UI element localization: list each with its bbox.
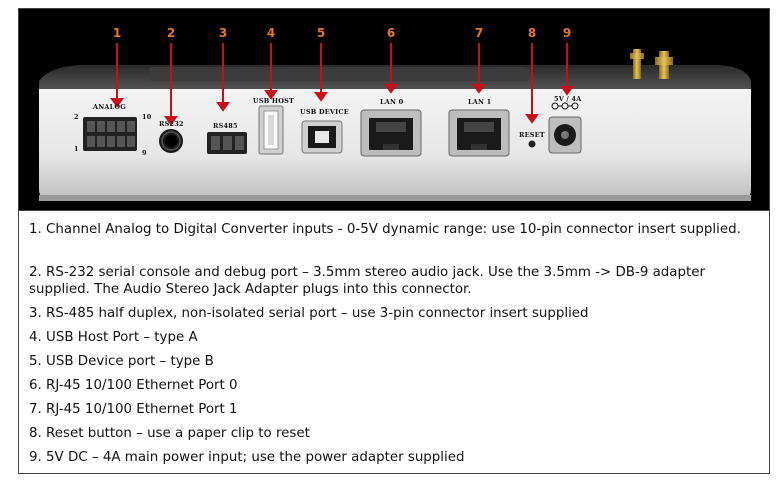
callout-number-5: 5: [316, 26, 326, 40]
label-pin-2: 2: [74, 113, 79, 121]
list-item: 7. RJ-45 10/100 Ethernet Port 1: [29, 402, 238, 417]
list-item: 2. RS-232 serial console and debug port …: [29, 265, 706, 297]
label-usb-host: USB HOST: [253, 97, 295, 105]
label-lan1: LAN 1: [468, 98, 492, 106]
label-pin-1: 1: [74, 145, 79, 153]
callout-number-7: 7: [474, 26, 484, 40]
label-usb-device: USB DEVICE: [300, 108, 349, 116]
label-pin-10: 10: [142, 113, 152, 121]
list-item: 8. Reset button – use a paper clip to re…: [29, 426, 310, 441]
callout-number-8: 8: [527, 26, 537, 40]
label-pin-9: 9: [142, 149, 147, 157]
callout-number-1: 1: [112, 26, 122, 40]
list-item: 9. 5V DC – 4A main power input; use the …: [29, 450, 465, 465]
list-item: 5. USB Device port – type B: [29, 354, 214, 369]
callout-number-4: 4: [266, 26, 276, 40]
label-rs485: RS485: [213, 122, 238, 130]
label-power: 5V / 4A: [554, 95, 582, 103]
device-rear-panel-photo: 1 2 3 4 5 6 7 8 9 ANALOG 2 10 1 9 RS232 …: [19, 9, 769, 210]
device-illustration: [39, 43, 751, 201]
antenna-connectors-icon: [630, 49, 673, 79]
port-description-list: 1. Channel Analog to Digital Converter i…: [19, 210, 769, 473]
callout-arrows: [110, 43, 574, 126]
callout-number-3: 3: [218, 26, 228, 40]
label-rs232: RS232: [159, 120, 184, 128]
figure-frame: 1 2 3 4 5 6 7 8 9 ANALOG 2 10 1 9 RS232 …: [18, 8, 770, 474]
callout-number-2: 2: [166, 26, 176, 40]
callout-number-6: 6: [386, 26, 396, 40]
list-item: 3. RS-485 half duplex, non-isolated seri…: [29, 306, 589, 321]
label-reset: RESET: [519, 131, 545, 139]
list-item: 6. RJ-45 10/100 Ethernet Port 0: [29, 378, 238, 393]
label-lan0: LAN 0: [380, 98, 404, 106]
label-analog: ANALOG: [93, 103, 127, 111]
callout-number-9: 9: [562, 26, 572, 40]
list-item: 4. USB Host Port – type A: [29, 330, 198, 345]
list-item: 1. Channel Analog to Digital Converter i…: [29, 222, 741, 237]
